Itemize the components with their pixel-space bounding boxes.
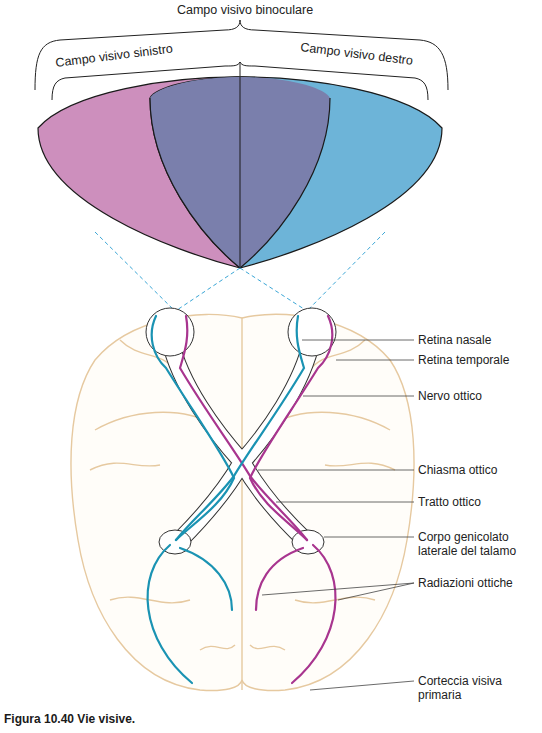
part-label: Corteccia visiva primaria [418, 674, 533, 702]
nerve-fiber [148, 316, 336, 683]
figure-caption: Figura 10.40 Vie visive. [4, 712, 135, 726]
part-label: Nervo ottico [418, 389, 538, 403]
part-label: Retina nasale [418, 333, 538, 347]
part-label: Retina temporale [418, 353, 538, 367]
visual-field [38, 77, 442, 268]
optic-structure [170, 340, 312, 540]
part-label: Radiazioni ottiche [418, 576, 538, 590]
field-label: Campo visivo sinistro [55, 40, 186, 70]
projection-line [95, 232, 385, 318]
leader-line [258, 340, 414, 690]
brain-outline [71, 314, 414, 690]
part-label: Chiasma ottico [418, 463, 538, 477]
part-label: Tratto ottico [418, 495, 538, 509]
eye [146, 308, 336, 554]
field-label: Campo visivo destro [300, 40, 431, 70]
part-label: Corpo genicolato laterale del talamo [418, 530, 533, 558]
field-label: Campo visivo binoculare [165, 3, 325, 17]
